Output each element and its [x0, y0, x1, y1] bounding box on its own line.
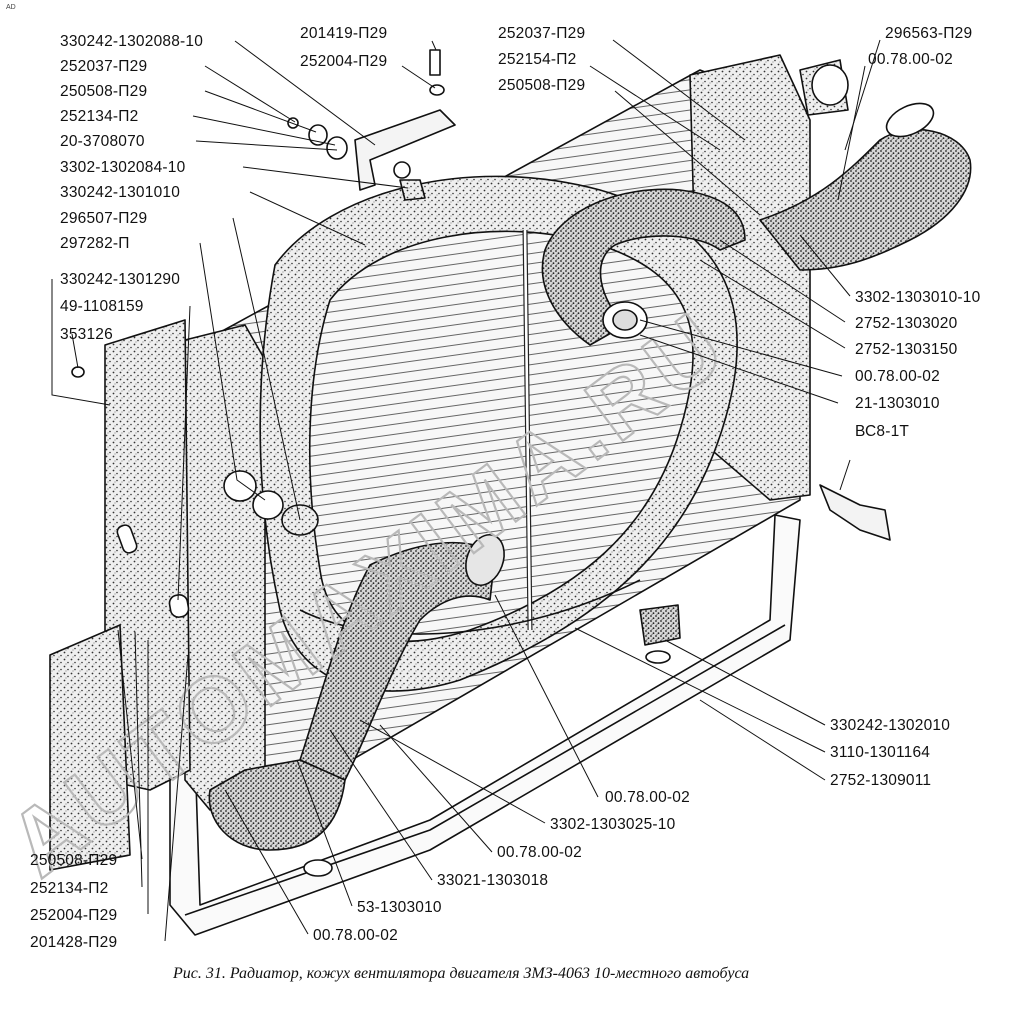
lower-hose-elbow — [208, 759, 346, 851]
label-353126: 353126 — [60, 326, 113, 343]
label-297282-p: 297282-П — [60, 235, 130, 252]
label-252037-p29-top: 252037-П29 — [498, 25, 585, 42]
label-330242-1301290: 330242-1301290 — [60, 271, 180, 288]
label-00.78.00-02-b3: 00.78.00-02 — [313, 927, 398, 944]
label-201428-p29: 201428-П29 — [30, 934, 117, 951]
right-hose — [759, 128, 972, 271]
label-330242-1302010: 330242-1302010 — [830, 717, 950, 734]
gasket — [252, 490, 284, 520]
label-296507-p29: 296507-П29 — [60, 210, 147, 227]
label-252004-p29-bottom: 252004-П29 — [30, 907, 117, 924]
figure-caption: Рис. 31. Радиатор, кожух вентилятора дви… — [172, 965, 749, 982]
label-vs8-1t: ВС8-1Т — [855, 423, 909, 440]
label-252004-p29: 252004-П29 — [300, 53, 387, 70]
label-250508-p29-bottom: 250508-П29 — [30, 852, 117, 869]
label-53-1303010: 53-1303010 — [357, 899, 442, 916]
label-2752-1303150: 2752-1303150 — [855, 341, 958, 358]
label-49-1108159: 49-1108159 — [60, 298, 144, 315]
label-00.78.00-02-b2: 00.78.00-02 — [497, 844, 582, 861]
label-296563-p29: 296563-П29 — [885, 25, 972, 42]
corner-mark: AD — [6, 4, 16, 11]
label-201419-p29: 201419-П29 — [300, 25, 387, 42]
label-252037-p29: 252037-П29 — [60, 58, 147, 75]
drain-cock — [819, 484, 891, 541]
label-33021-1303018: 33021-1303018 — [437, 872, 548, 889]
label-00.78.00-02-b1: 00.78.00-02 — [605, 789, 690, 806]
label-2752-1303020: 2752-1303020 — [855, 315, 958, 332]
filler-neck — [223, 470, 257, 502]
rubber-bushing — [639, 604, 681, 646]
upper-hose — [541, 188, 746, 346]
top-bracket — [354, 109, 456, 191]
label-00.78.00-02-r1: 00.78.00-02 — [868, 51, 953, 68]
label-252134-p2: 252134-П2 — [60, 108, 138, 125]
label-252134-p2-bottom: 252134-П2 — [30, 880, 108, 897]
side-slot — [116, 524, 138, 554]
frame-hole — [645, 650, 671, 664]
label-00.78.00-02-r2: 00.78.00-02 — [855, 368, 940, 385]
frame-bracket — [169, 514, 801, 936]
label-21-1303010: 21-1303010 — [855, 395, 940, 412]
label-250508-p29: 250508-П29 — [60, 83, 147, 100]
label-3110-1301164: 3110-1301164 — [830, 744, 930, 761]
frame-hole — [303, 859, 333, 877]
label-250508-p29-top: 250508-П29 — [498, 77, 585, 94]
label-3302-1302084-10: 3302-1302084-10 — [60, 159, 186, 176]
label-330242-1301010: 330242-1301010 — [60, 184, 180, 201]
label-3302-1303025-10: 3302-1303025-10 — [550, 816, 676, 833]
label-330242-1302088-10: 330242-1302088-10 — [60, 33, 203, 50]
radiator-assembly — [49, 49, 972, 936]
label-2752-1309011: 2752-1309011 — [830, 772, 931, 789]
label-252154-p2: 252154-П2 — [498, 51, 576, 68]
label-3302-1303010-10: 3302-1303010-10 — [855, 289, 981, 306]
label-20-3708070: 20-3708070 — [60, 133, 145, 150]
part-labels: 330242-1302088-10 252037-П29 250508-П29 … — [30, 25, 981, 951]
leader-lines — [51, 39, 881, 942]
side-flap — [49, 624, 131, 871]
